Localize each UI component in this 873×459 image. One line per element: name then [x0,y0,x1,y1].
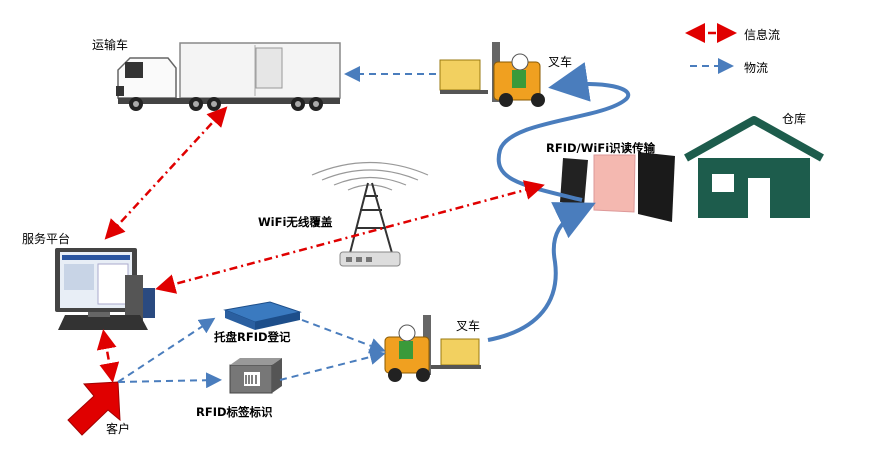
flow-customer-to-pallet [117,317,216,383]
flow-customer-to-tag [117,372,222,389]
warehouse-label: 仓库 [782,112,807,126]
flow-pallet-to-forklift [301,319,386,354]
forklift-top-label: 叉车 [548,55,573,69]
legend-info-label: 信息流 [744,28,781,42]
customer-label: 客户 [106,422,131,436]
info-platform-customer [96,329,120,383]
wifi-label: WiFi无线覆盖 [258,215,333,229]
pallet-label: 托盘RFID登记 [214,330,291,344]
info-platform-reader [155,180,545,294]
platform-label: 服务平台 [22,232,71,246]
forklift-bottom-icon [384,315,481,382]
legend [685,23,737,74]
truck-label: 运输车 [92,38,129,52]
flow-tag-to-forklift [279,349,386,381]
forklift-bottom-label: 叉车 [456,319,481,333]
flow-forklift-to-warehouse [487,202,596,342]
rfid-reader-icon [560,152,675,222]
rfid-tag-icon [229,358,282,394]
info-truck-platform [104,106,228,240]
truck-icon [116,42,341,111]
reader-label: RFID/WiFi识读传输 [546,141,656,155]
legend-goods-label: 物流 [744,61,769,75]
pallet-icon [223,301,302,330]
forklift-top-icon [439,42,545,107]
info-flow-lines [96,106,545,383]
customer-arrow-icon [67,381,121,436]
warehouse-icon [684,116,824,218]
computer-icon [55,248,155,330]
tag-label: RFID标签标识 [196,405,273,419]
